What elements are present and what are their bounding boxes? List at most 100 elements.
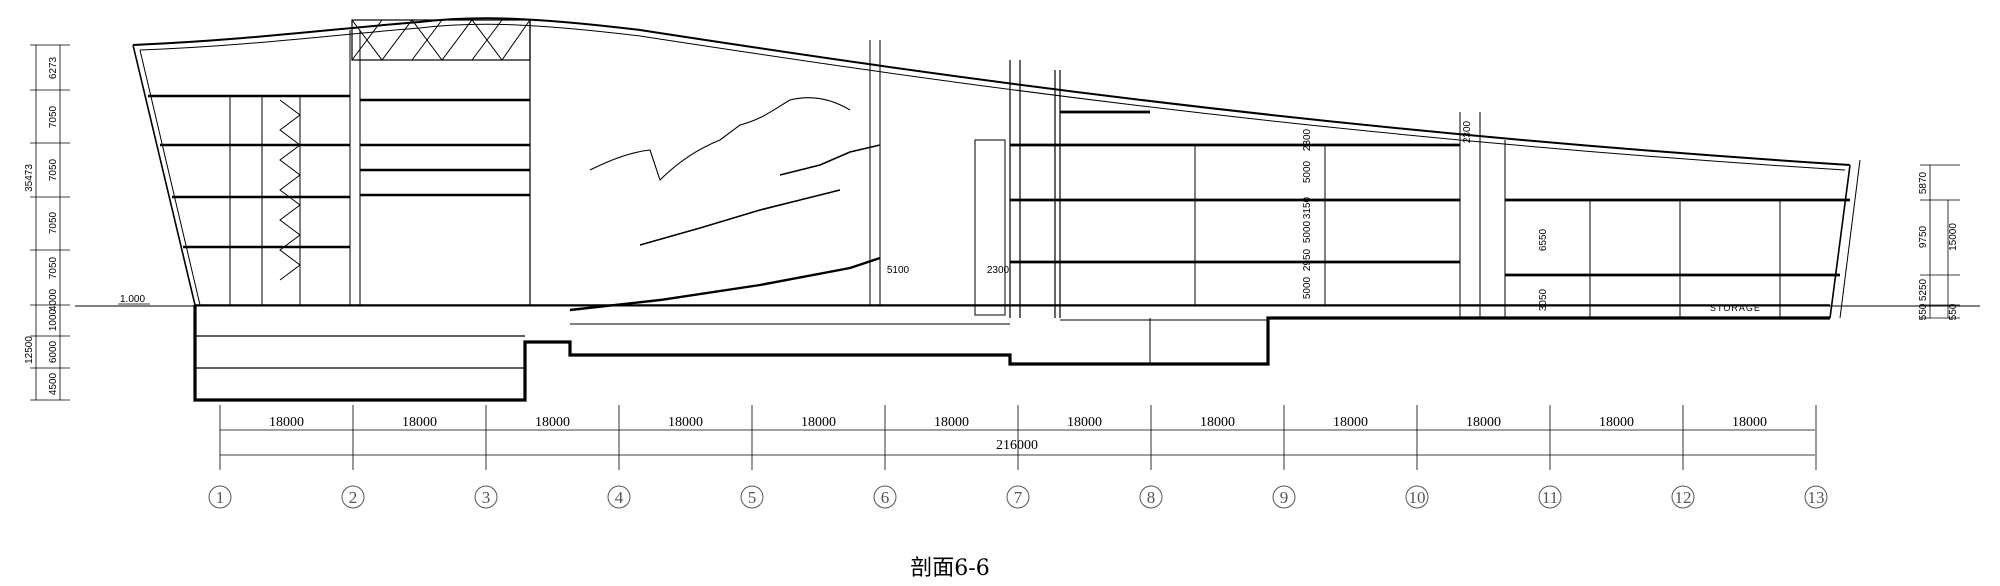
- basement-outline: [193, 305, 1830, 402]
- total-span: 216000: [996, 438, 1038, 453]
- axis-label-10: 10: [1409, 488, 1426, 507]
- interior-dim-5: 3150: [1302, 196, 1313, 219]
- acoustic-ceiling: [589, 97, 851, 182]
- balcony-top: [779, 144, 881, 176]
- right-dim-2: 9750: [1918, 225, 1929, 248]
- axis-bubble-10: 10: [1405, 485, 1429, 509]
- axis-label-3: 3: [482, 488, 491, 507]
- stair-zigzag: [279, 99, 301, 281]
- left-facade: [132, 44, 196, 306]
- axis-label-13: 13: [1808, 488, 1825, 507]
- span-label-4: 18000: [668, 415, 703, 430]
- axis-label-7: 7: [1014, 488, 1023, 507]
- left-dim-6: 4000: [48, 288, 59, 311]
- seating-rake-lower: [569, 256, 881, 312]
- interior-dim-1: 5100: [887, 265, 910, 276]
- interior-dim-3: 2300: [1462, 120, 1473, 143]
- span-label-7: 18000: [1067, 415, 1102, 430]
- axis-label-5: 5: [748, 488, 757, 507]
- roof-curve: [132, 17, 1851, 166]
- left-dim-3: 7050: [48, 158, 59, 181]
- axis-label-1: 1: [216, 488, 225, 507]
- axis-bubble-9: 9: [1272, 485, 1296, 509]
- left-wing-columns: [229, 30, 361, 305]
- axis-label-9: 9: [1280, 488, 1289, 507]
- seating-rake-upper: [639, 189, 841, 246]
- core-stair: [974, 139, 1006, 316]
- interior-dim-4: 5000: [1302, 160, 1313, 183]
- left-wing-floors: [148, 94, 350, 249]
- right-facade: [1829, 164, 1851, 319]
- storage-label: STORAGE: [1710, 303, 1761, 313]
- interior-dimension-text: 5100 2300 2300 5000 3150 5000 2950 5000 …: [887, 120, 1549, 311]
- left-dim-outer-bottom: 12500: [24, 336, 35, 364]
- span-labels: 18000 18000 18000 18000 18000 18000 18000 18000…: [269, 415, 1767, 430]
- left-dim-7: 1000: [48, 308, 59, 331]
- axis-label-6: 6: [881, 488, 890, 507]
- axis-bubble-6: 6: [873, 485, 897, 509]
- left-dim-2: 7050: [48, 105, 59, 128]
- right-wing-columns: [1059, 112, 1781, 318]
- core-walls: [1009, 60, 1061, 318]
- axis-bubble-2: 2: [341, 485, 365, 509]
- span-label-6: 18000: [934, 415, 969, 430]
- interior-dim-6: 5000: [1302, 220, 1313, 243]
- axis-bubble-11: 11: [1538, 485, 1562, 509]
- ground-level-text: 1.000: [120, 294, 145, 305]
- axis-label-12: 12: [1675, 488, 1692, 507]
- drawing-title: 剖面6-6: [910, 556, 989, 581]
- building-structure: [75, 17, 1980, 402]
- interior-dim-11: 2300: [1302, 128, 1313, 151]
- left-dim-5: 7050: [48, 256, 59, 279]
- span-label-11: 18000: [1599, 415, 1634, 430]
- right-wing-floors: [1010, 110, 1850, 277]
- axis-label-8: 8: [1147, 488, 1156, 507]
- right-dim-1: 5870: [1918, 171, 1929, 194]
- roof-inner-line: [139, 23, 1846, 171]
- axis-bubble-3: 3: [474, 485, 498, 509]
- axis-label-11: 11: [1542, 488, 1558, 507]
- span-ticks: [219, 405, 1817, 470]
- span-label-9: 18000: [1333, 415, 1368, 430]
- axis-bubble-12: 12: [1671, 485, 1695, 509]
- axis-bubble-8: 8: [1139, 485, 1163, 509]
- right-dimension-text: 5870 9750 5250 550 15000 550: [1918, 171, 1959, 320]
- span-label-5: 18000: [801, 415, 836, 430]
- axis-bubble-4: 4: [607, 485, 631, 509]
- right-dimension-lines: [1920, 164, 1960, 319]
- ground-level-marker: 1.000: [118, 294, 150, 305]
- right-dim-4: 550: [1918, 303, 1929, 320]
- left-dim-8: 6000: [48, 340, 59, 363]
- left-dimension-text: 35473 12500 6273 7050 7050 7050 7050 400…: [24, 56, 59, 395]
- span-label-2: 18000: [402, 415, 437, 430]
- right-dim-outer-2: 550: [1948, 303, 1959, 320]
- span-label-3: 18000: [535, 415, 570, 430]
- right-facade-inner: [1839, 159, 1861, 319]
- right-dim-outer-1: 15000: [1948, 223, 1959, 251]
- interior-dim-10: 3050: [1538, 288, 1549, 311]
- span-label-8: 18000: [1200, 415, 1235, 430]
- axis-bubble-5: 5: [740, 485, 764, 509]
- left-dim-9: 4500: [48, 372, 59, 395]
- interior-dim-7: 2950: [1302, 248, 1313, 271]
- span-label-12: 18000: [1732, 415, 1767, 430]
- interior-dim-8: 5000: [1302, 276, 1313, 299]
- axis-label-2: 2: [349, 488, 358, 507]
- interior-dim-9: 6550: [1538, 228, 1549, 251]
- truss-diagonals: [351, 19, 531, 61]
- right-dim-3: 5250: [1918, 278, 1929, 301]
- span-label-10: 18000: [1466, 415, 1501, 430]
- axis-bubble-13: 13: [1804, 485, 1828, 509]
- axis-bubble-7: 7: [1006, 485, 1030, 509]
- left-dim-outer-top: 35473: [24, 164, 35, 192]
- left-dimension-lines: [30, 44, 70, 401]
- axis-label-4: 4: [615, 488, 624, 507]
- interior-dim-2: 2300: [987, 265, 1010, 276]
- axis-bubble-1: 1: [208, 485, 232, 509]
- left-dim-4: 7050: [48, 211, 59, 234]
- fly-galleries: [360, 98, 530, 197]
- left-dim-1: 6273: [48, 56, 59, 79]
- span-label-1: 18000: [269, 415, 304, 430]
